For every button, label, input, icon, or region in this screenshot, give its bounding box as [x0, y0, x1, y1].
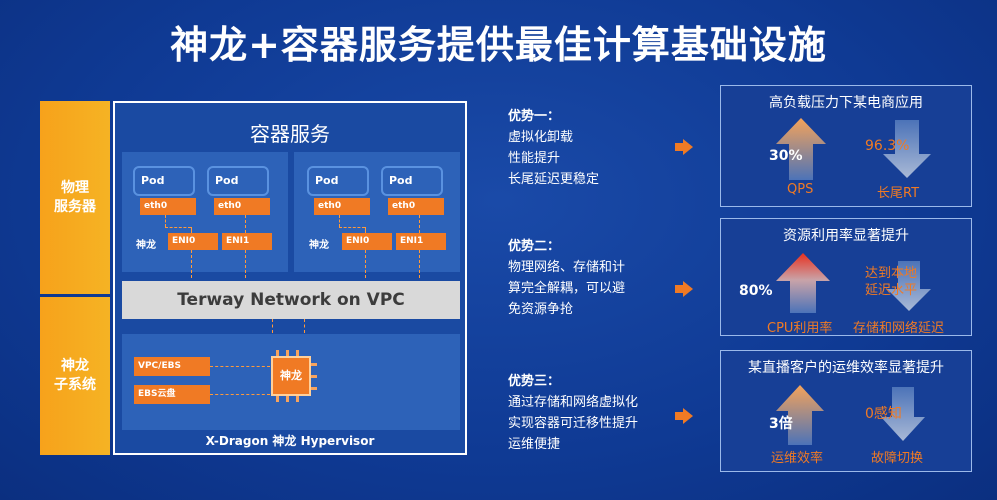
arrow-right-icon — [675, 408, 693, 424]
hypervisor-label: X-Dragon 神龙 Hypervisor — [205, 434, 375, 448]
up-arrow-icon — [776, 385, 824, 445]
latency-value: 达到本地 延迟水平 — [865, 266, 918, 298]
panel-title: 高负载压力下某电商应用 — [769, 95, 923, 111]
chip-pin — [276, 396, 279, 402]
terway-network-bar: Terway Network on VPC — [122, 281, 460, 319]
shenlong-label: 神龙 — [309, 240, 329, 251]
connector — [365, 227, 366, 233]
advantage-3: 优势三： 通过存储和网络虚拟化 实现容器可迁移性提升 运维便捷 — [508, 374, 639, 452]
down-arrow-icon — [887, 261, 931, 311]
connector — [272, 319, 273, 333]
connector — [210, 394, 270, 395]
connector — [339, 227, 365, 228]
arrow-right-icon — [675, 139, 693, 155]
page-title: 神龙+容器服务提供最佳计算基础设施 — [170, 23, 827, 67]
eni1-tag: ENI1 — [396, 233, 446, 250]
shenlong-chip: 神龙 — [271, 356, 311, 396]
connector — [365, 250, 366, 278]
eth0-tag: eth0 — [314, 198, 370, 215]
subsystem-label: 神龙 子系统 — [40, 297, 110, 455]
eni0-tag: ENI0 — [342, 233, 392, 250]
result-panel-2: 资源利用率显著提升 80% CPU利用率 达到本地 延迟水平 存储和网络延迟 — [720, 218, 972, 336]
container-service-title: 容器服务 — [250, 122, 330, 146]
failover-value: 0感知 — [865, 406, 902, 422]
chip-pin — [296, 396, 299, 402]
connector — [191, 250, 192, 278]
eni0-tag: ENI0 — [168, 233, 218, 250]
chip-pin — [286, 396, 289, 402]
pod-1: Pod — [133, 166, 195, 196]
latency-label: 存储和网络延迟 — [853, 321, 945, 336]
connector — [191, 227, 192, 233]
pod-4: Pod — [381, 166, 443, 196]
up-arrow-icon — [776, 253, 830, 313]
efficiency-value: 3倍 — [769, 416, 793, 432]
advantage-1: 优势一： 虚拟化卸载 性能提升 长尾延迟更稳定 — [508, 109, 600, 187]
connector — [419, 250, 420, 278]
pod-2: Pod — [207, 166, 269, 196]
pod-3: Pod — [307, 166, 369, 196]
result-panel-3: 某直播客户的运维效率显著提升 3倍 运维效率 0感知 故障切换 — [720, 350, 972, 472]
panel-title: 资源利用率显著提升 — [783, 228, 909, 244]
qps-value: 30% — [769, 148, 803, 164]
down-arrow-icon — [881, 387, 925, 441]
arrow-right-icon — [675, 281, 693, 297]
connector — [304, 319, 305, 333]
vpc-ebs-tag: VPC/EBS — [134, 357, 210, 376]
chip-pin — [311, 375, 317, 378]
rt-value: 96.3% — [865, 138, 910, 154]
eni1-tag: ENI1 — [222, 233, 272, 250]
chip-pin — [286, 350, 289, 356]
chip-pin — [311, 363, 317, 366]
qps-label: QPS — [787, 182, 814, 197]
connector — [245, 215, 246, 233]
connector — [165, 227, 191, 228]
eth0-tag: eth0 — [214, 198, 270, 215]
result-panel-1: 高负载压力下某电商应用 30% QPS 96.3% 长尾RT — [720, 85, 972, 207]
efficiency-label: 运维效率 — [771, 451, 824, 466]
connector — [419, 215, 420, 233]
shenlong-label: 神龙 — [136, 240, 156, 251]
down-arrow-icon — [883, 120, 931, 178]
panel-title: 某直播客户的运维效率显著提升 — [748, 360, 944, 376]
ebs-disk-tag: EBS云盘 — [134, 385, 210, 404]
chip-pin — [296, 350, 299, 356]
connector — [210, 366, 270, 367]
advantage-2: 优势二： 物理网络、存储和计 算完全解耦，可以避 免资源争抢 — [508, 239, 626, 317]
connector — [339, 215, 340, 227]
cpu-label: CPU利用率 — [767, 321, 833, 336]
failover-label: 故障切换 — [871, 451, 924, 466]
eth0-tag: eth0 — [140, 198, 196, 215]
eth0-tag: eth0 — [388, 198, 444, 215]
physical-server-label: 物理 服务器 — [40, 101, 110, 294]
chip-pin — [276, 350, 279, 356]
connector — [165, 215, 166, 227]
connector — [245, 250, 246, 278]
rt-label: 长尾RT — [877, 186, 920, 201]
cpu-value: 80% — [739, 283, 773, 299]
up-arrow-icon — [776, 118, 826, 180]
chip-pin — [311, 387, 317, 390]
